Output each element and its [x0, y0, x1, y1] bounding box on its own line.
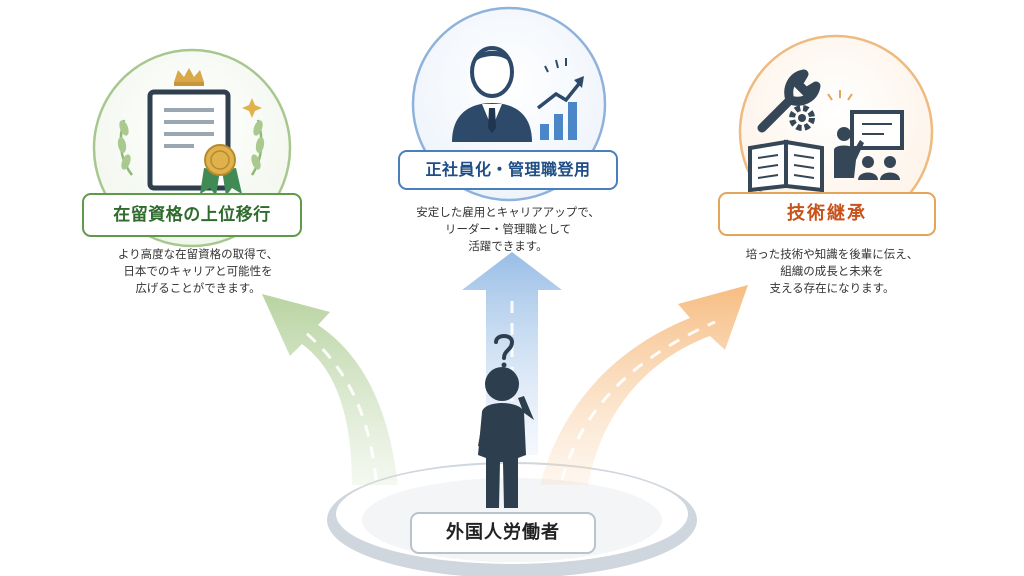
crown-icon: [174, 68, 204, 86]
audience-icon: [858, 156, 900, 180]
sparkle-icon: [242, 98, 262, 118]
gear-icon: [789, 105, 815, 131]
question-mark-icon: [494, 334, 515, 368]
growth-chart-icon: [536, 58, 584, 140]
description-line: リーダー・管理職として: [444, 222, 572, 236]
laurel-icon: [117, 119, 265, 176]
path-description-right: 培った技術や知識を後輩に伝え、 組織の成長と未来を 支える存在になります。: [712, 246, 952, 297]
description-line: 培った技術や知識を後輩に伝え、: [745, 247, 919, 261]
accent-lines-icon: [827, 90, 853, 101]
thinking-person-icon: [478, 367, 534, 508]
path-title-right: 技術継承: [718, 192, 936, 236]
path-description-left: より高度な在留資格の取得で、 日本でのキャリアと可能性を 広げることができます。: [78, 246, 318, 297]
description-line: より高度な在留資格の取得で、: [117, 247, 279, 261]
description-line: 広げることができます。: [135, 281, 261, 295]
description-line: 安定した雇用とキャリアアップで、: [416, 205, 600, 219]
businessman-icon: [452, 46, 532, 142]
path-title-left: 在留資格の上位移行: [82, 193, 302, 237]
path-title-center: 正社員化・管理職登用: [398, 150, 618, 190]
left-road-arrow: [262, 294, 398, 485]
description-line: 日本でのキャリアと可能性を: [123, 264, 273, 278]
path-description-center: 安定した雇用とキャリアアップで、 リーダー・管理職として 活躍できます。: [388, 204, 628, 255]
description-line: 組織の成長と未来を: [780, 264, 884, 278]
wrench-icon: [757, 69, 821, 133]
description-line: 活躍できます。: [468, 239, 548, 253]
teacher-icon: [834, 110, 904, 178]
award-seal-icon: [200, 144, 242, 196]
origin-label: 外国人労働者: [410, 512, 596, 554]
right-road-arrow: [540, 285, 748, 485]
description-line: 支える存在になります。: [769, 281, 895, 295]
open-book-icon: [748, 139, 824, 193]
